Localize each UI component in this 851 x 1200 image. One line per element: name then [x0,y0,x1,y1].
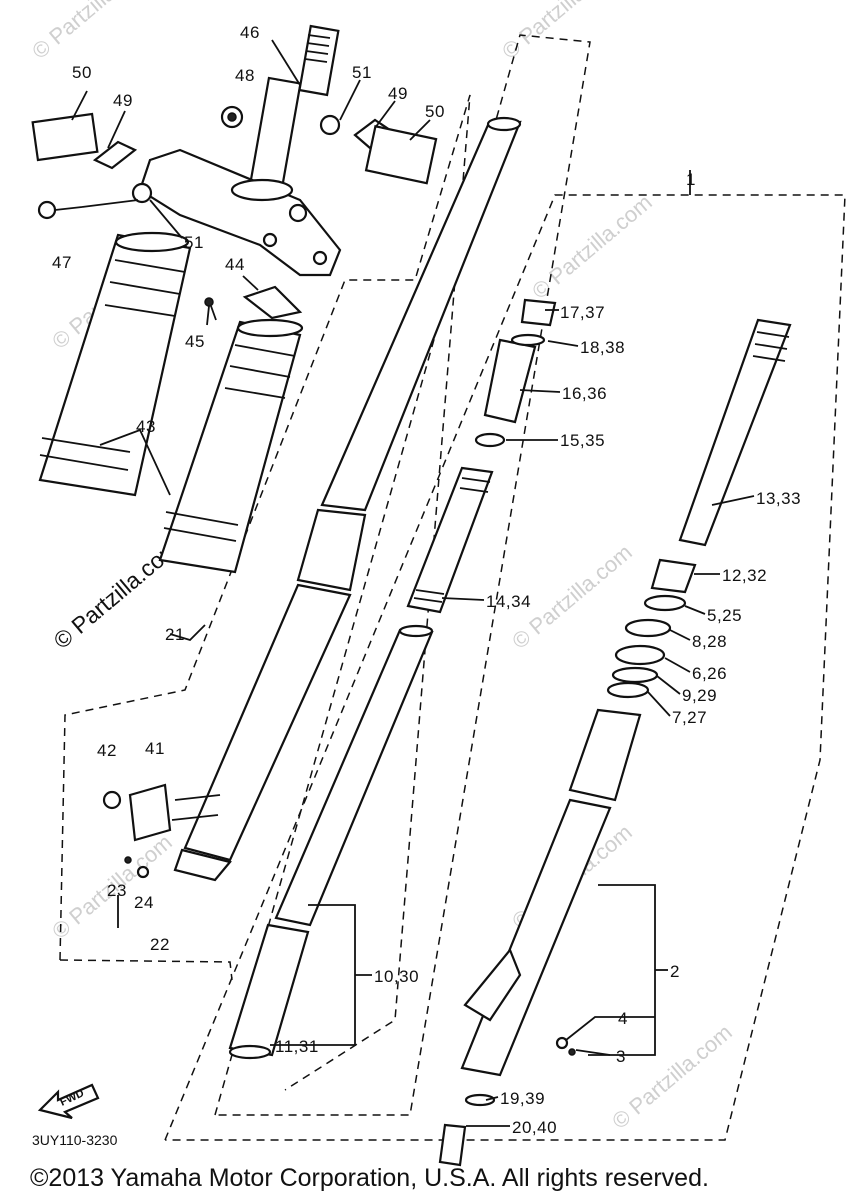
part-label: 22 [150,935,170,954]
part-label: 5,25 [707,606,742,625]
part-labels: 46 48 51 49 50 50 49 47 51 44 45 43 1 17… [52,23,801,1137]
part-label: 3 [616,1047,626,1066]
small-hardware [31,105,438,321]
watermark: © Partzilla.com [27,0,157,64]
part-label: 48 [235,66,255,85]
part-label: 13,33 [756,489,801,508]
right-fork [438,318,792,1167]
watermark: © Partzilla.com [527,189,657,303]
watermark: © Partzilla.com [607,1019,737,1133]
part-label: 14,34 [486,592,531,611]
part-label: 15,35 [560,431,605,450]
part-label: 43 [136,417,156,436]
inner-tube [228,624,434,1060]
outer-tube-assembly [173,116,522,882]
part-label: 42 [97,741,117,760]
part-label: 23 [107,881,127,900]
part-label: 50 [72,63,92,82]
part-label: 21 [165,625,185,644]
assembly-boundaries [59,34,846,1141]
part-label: 2 [670,962,680,981]
fwd-arrow-icon: FWD [37,1083,100,1120]
part-label: 12,32 [722,566,767,585]
part-label: 10,30 [374,967,419,986]
part-label: 7,27 [672,708,707,727]
part-label: 24 [134,893,154,912]
axle-clamp [102,783,221,879]
fork-boots [38,231,304,574]
part-label: 50 [425,102,445,121]
part-label: 8,28 [692,632,727,651]
leader-lines [71,39,755,1127]
part-label: 16,36 [562,384,607,403]
part-label: 47 [52,253,72,272]
part-label: 44 [225,255,245,274]
part-label: 19,39 [500,1089,545,1108]
part-label: 41 [145,739,165,758]
part-label: 17,37 [560,303,605,322]
part-label: 11,31 [275,1037,319,1056]
damper-parts [406,298,557,614]
part-label: 45 [185,332,205,351]
part-label: 4 [618,1009,628,1028]
part-label: 46 [240,23,260,42]
diagram-code: 3UY110-3230 [32,1132,118,1148]
steering-stem [138,24,342,277]
copyright-notice: ©2013 Yamaha Motor Corporation, U.S.A. A… [30,1164,709,1192]
part-label: 9,29 [682,686,717,705]
part-label: 51 [184,233,204,252]
watermark: © Partzilla.com [497,0,627,64]
part-label: 49 [113,91,133,110]
part-label: 6,26 [692,664,727,683]
part-label: 18,38 [580,338,625,357]
part-label: 51 [352,63,372,82]
part-label: 49 [388,84,408,103]
part-label: 20,40 [512,1118,557,1137]
part-label: 1 [686,170,696,189]
